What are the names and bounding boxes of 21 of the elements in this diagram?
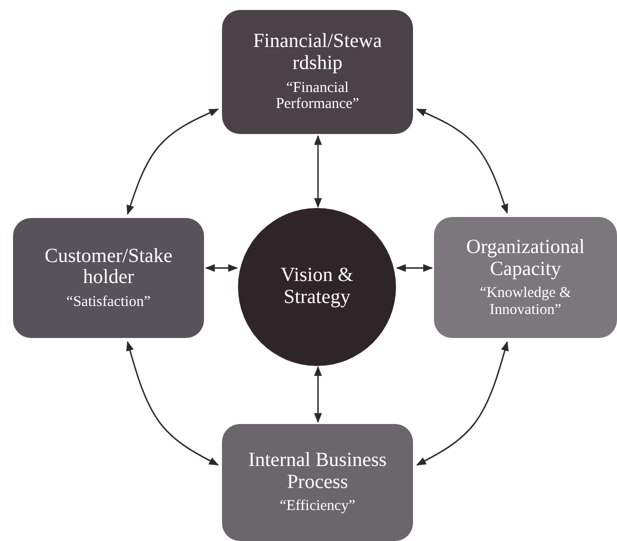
perspective-box <box>434 217 617 338</box>
double-arrow <box>205 264 238 272</box>
double-arrow <box>416 108 508 214</box>
double-arrow <box>416 341 509 466</box>
perspective-subtitle: “Efficiency” <box>280 498 356 515</box>
perspective-title: Financial/Stewa rdship <box>252 31 383 75</box>
double-arrow <box>314 366 322 423</box>
perspective-box <box>13 218 204 338</box>
perspective-subtitle: “Satisfaction” <box>66 294 151 310</box>
double-arrow <box>396 264 433 272</box>
perspective-box <box>222 10 413 134</box>
perspective-subtitle: “Financial Performance” <box>274 80 360 113</box>
perspective-subtitle: “Knowledge & Innovation” <box>478 285 572 318</box>
perspective-box <box>222 424 413 541</box>
perspective-title: Organizational Capacity <box>465 236 586 280</box>
double-arrow <box>126 108 219 215</box>
double-arrow <box>126 341 219 466</box>
perspective-title: Vision & Strategy <box>280 265 354 309</box>
double-arrow <box>314 135 322 208</box>
perspective-title: Customer/Stake holder <box>44 246 174 289</box>
perspective-title: Internal Business Process <box>247 450 388 494</box>
